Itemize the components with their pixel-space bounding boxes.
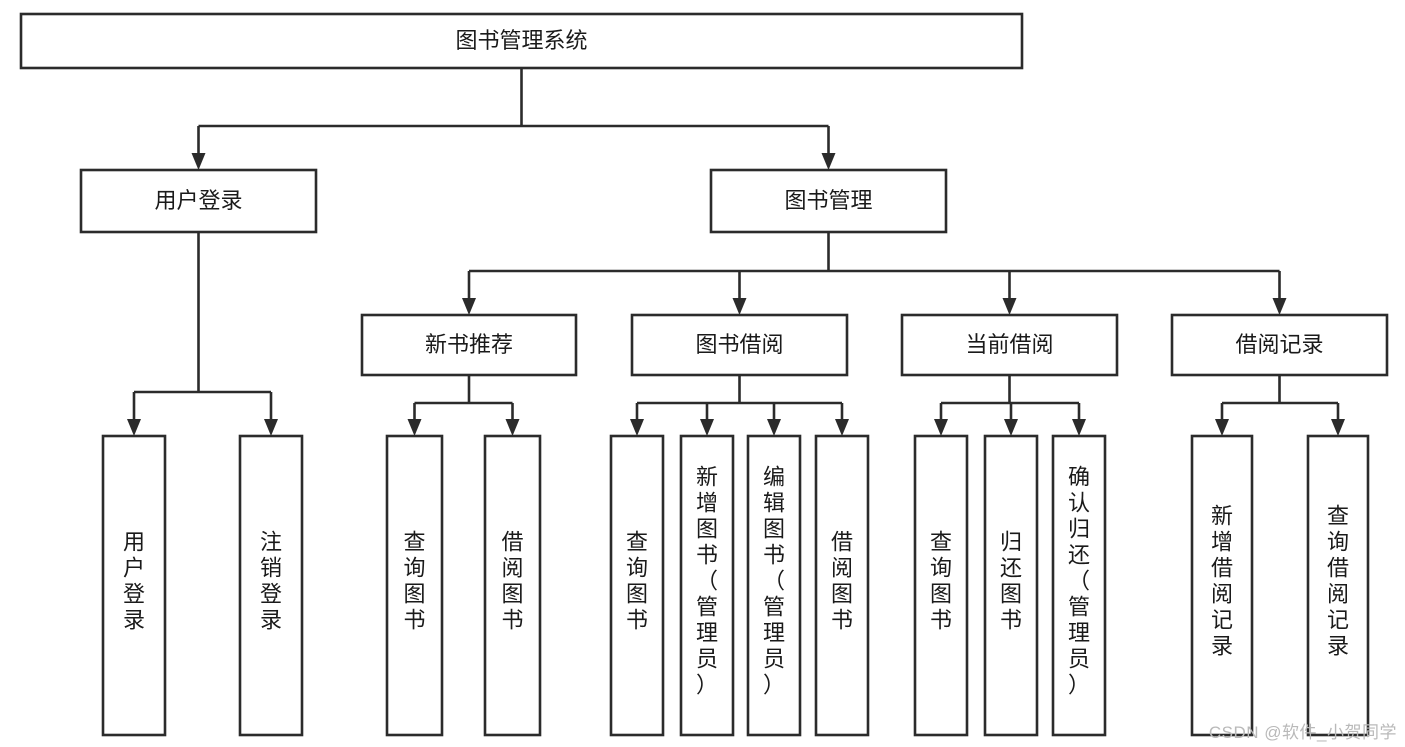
node-l3-当前借阅[interactable]: 当前借阅 — [900, 313, 1119, 377]
edge-l3-2-arrow-0 — [934, 419, 948, 436]
node-label: 查询图书 — [626, 530, 648, 633]
edge-l3-2-arrow-2 — [1072, 419, 1086, 436]
node-label: 新书推荐 — [425, 332, 513, 357]
watermark-text: CSDN @软件_小贺同学 — [1208, 723, 1397, 742]
nodes-layer: 图书管理系统用户登录图书管理新书推荐图书借阅当前借阅借阅记录用户登录注销登录查询… — [19, 12, 1389, 737]
node-label: 新增图书（管理员） — [696, 465, 718, 698]
node-l2-用户登录[interactable]: 用户登录 — [79, 168, 318, 234]
node-box — [101, 434, 167, 737]
node-box — [385, 434, 444, 737]
node-label: 借阅记录 — [1235, 332, 1323, 357]
node-label: 当前借阅 — [965, 332, 1053, 357]
node-l3-借阅记录[interactable]: 借阅记录 — [1170, 313, 1389, 377]
node-l3-新书推荐[interactable]: 新书推荐 — [360, 313, 578, 377]
node-box — [19, 12, 1024, 70]
node-label: 编辑图书（管理员） — [763, 465, 785, 698]
node-box — [983, 434, 1039, 737]
node-leaf-查询图书[interactable]: 查询图书 — [385, 434, 444, 737]
node-box — [746, 434, 802, 737]
node-label: 注销登录 — [260, 530, 282, 633]
edge-l3-0-arrow-0 — [407, 419, 422, 436]
node-leaf-新增图书管理员[interactable]: 新增图书（管理员） — [679, 434, 735, 737]
node-label: 用户登录 — [154, 188, 242, 213]
edge-bookmgmt-arrow-3 — [1272, 298, 1287, 315]
edge-l3-3-arrow-1 — [1331, 419, 1345, 436]
edge-root-arrow-1 — [821, 153, 836, 170]
node-label: 借阅图书 — [501, 530, 523, 633]
edges-layer — [127, 68, 1345, 436]
edge-l3-0-arrow-1 — [505, 419, 520, 436]
edge-l3-1-arrow-1 — [700, 419, 714, 436]
node-leaf-注销登录[interactable]: 注销登录 — [238, 434, 304, 737]
node-label: 新增借阅记录 — [1211, 504, 1233, 659]
node-leaf-确认归还管理员[interactable]: 确认归还（管理员） — [1051, 434, 1107, 737]
node-root-图书管理系统[interactable]: 图书管理系统 — [19, 12, 1024, 70]
node-l3-图书借阅[interactable]: 图书借阅 — [630, 313, 849, 377]
node-box — [483, 434, 542, 737]
node-box — [679, 434, 735, 737]
edge-l3-1-arrow-2 — [767, 419, 781, 436]
node-box — [1306, 434, 1370, 737]
edge-userlogin-arrow-1 — [264, 419, 278, 436]
node-leaf-编辑图书管理员[interactable]: 编辑图书（管理员） — [746, 434, 802, 737]
edge-root-arrow-0 — [191, 153, 206, 170]
node-box — [238, 434, 304, 737]
edge-l3-1-arrow-3 — [835, 419, 849, 436]
node-box — [609, 434, 665, 737]
node-label: 归还图书 — [1000, 530, 1022, 633]
node-leaf-新增借阅记录[interactable]: 新增借阅记录 — [1190, 434, 1254, 737]
edge-l3-1-arrow-0 — [630, 419, 644, 436]
edge-bookmgmt-arrow-0 — [462, 298, 476, 315]
node-box — [900, 313, 1119, 377]
node-label: 图书借阅 — [695, 332, 783, 357]
edge-userlogin-arrow-0 — [127, 419, 141, 436]
node-label: 图书管理 — [784, 188, 872, 213]
node-box — [1170, 313, 1389, 377]
node-leaf-借阅图书[interactable]: 借阅图书 — [483, 434, 542, 737]
node-box — [630, 313, 849, 377]
node-l2-图书管理[interactable]: 图书管理 — [709, 168, 948, 234]
node-leaf-查询借阅记录[interactable]: 查询借阅记录 — [1306, 434, 1370, 737]
edge-bookmgmt-arrow-2 — [1002, 298, 1017, 315]
node-leaf-归还图书[interactable]: 归还图书 — [983, 434, 1039, 737]
node-box — [913, 434, 969, 737]
node-leaf-用户登录[interactable]: 用户登录 — [101, 434, 167, 737]
node-label: 查询图书 — [403, 530, 425, 633]
node-box — [1190, 434, 1254, 737]
node-label: 查询借阅记录 — [1327, 504, 1349, 659]
node-box — [79, 168, 318, 234]
node-label: 借阅图书 — [831, 530, 853, 633]
node-label: 确认归还（管理员） — [1068, 465, 1090, 698]
node-label: 图书管理系统 — [455, 28, 587, 53]
node-box — [1051, 434, 1107, 737]
node-box — [709, 168, 948, 234]
node-box — [814, 434, 870, 737]
node-label: 用户登录 — [123, 530, 145, 633]
node-label: 查询图书 — [930, 530, 952, 633]
edge-l3-3-arrow-0 — [1215, 419, 1229, 436]
node-box — [360, 313, 578, 377]
node-leaf-查询图书[interactable]: 查询图书 — [609, 434, 665, 737]
edge-bookmgmt-arrow-1 — [732, 298, 747, 315]
node-leaf-借阅图书[interactable]: 借阅图书 — [814, 434, 870, 737]
node-leaf-查询图书[interactable]: 查询图书 — [913, 434, 969, 737]
edge-l3-2-arrow-1 — [1004, 419, 1018, 436]
